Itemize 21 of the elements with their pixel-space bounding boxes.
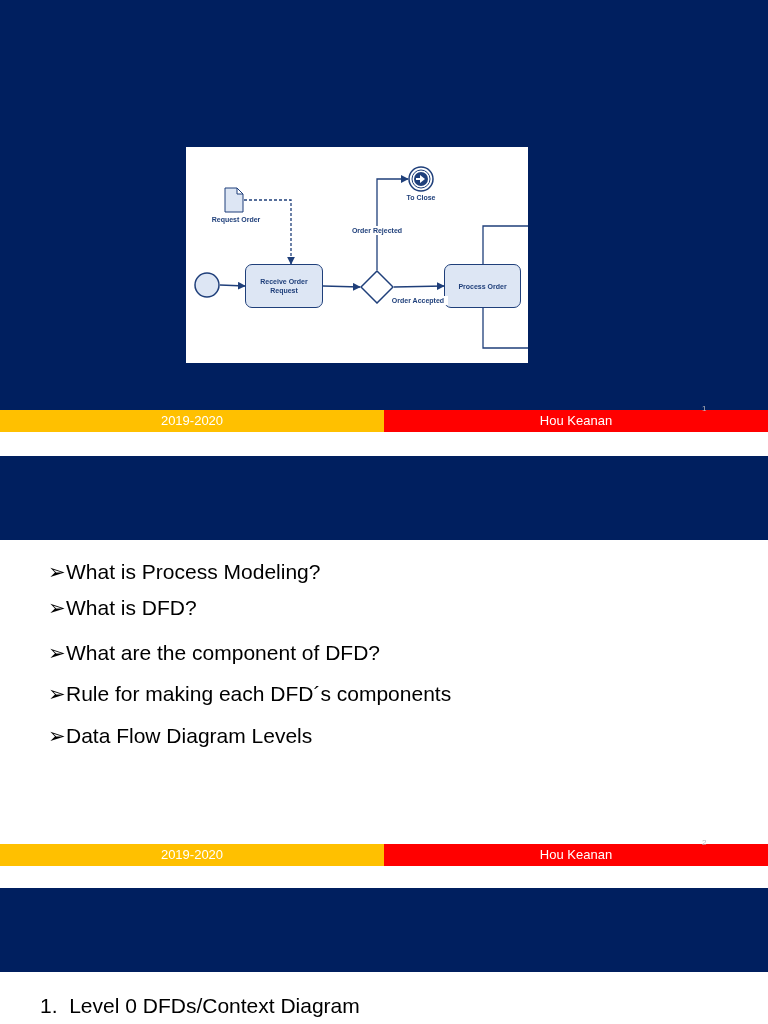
connector-line xyxy=(482,225,528,265)
footer-date: 2019-2020 xyxy=(0,410,384,432)
numbered-item: 1. Level 0 DFDs/Context Diagram xyxy=(40,994,360,1018)
arrow xyxy=(243,199,295,265)
slide-number: 2 xyxy=(702,838,707,847)
gateway-diamond xyxy=(360,270,394,304)
arrow xyxy=(393,282,445,291)
footer-author: Hou Keanan xyxy=(384,844,768,866)
bullet-text: ➢What are the component of DFD? xyxy=(48,641,380,665)
arrow xyxy=(219,281,246,290)
footer-author: Hou Keanan xyxy=(384,410,768,432)
start-event-circle xyxy=(194,272,220,298)
arrow xyxy=(376,175,409,271)
connector-line xyxy=(482,307,528,349)
bullet-text: ➢Data Flow Diagram Levels xyxy=(48,724,313,748)
footer-date: 2019-2020 xyxy=(0,844,384,866)
bullet-text: ➢What is DFD? xyxy=(48,596,197,620)
arrow xyxy=(322,282,361,291)
bullet-text: ➢What is Process Modeling? xyxy=(48,560,321,584)
slide-number: 1 xyxy=(702,404,707,413)
bullet-text: ➢Rule for making each DFD´s components xyxy=(48,682,452,706)
